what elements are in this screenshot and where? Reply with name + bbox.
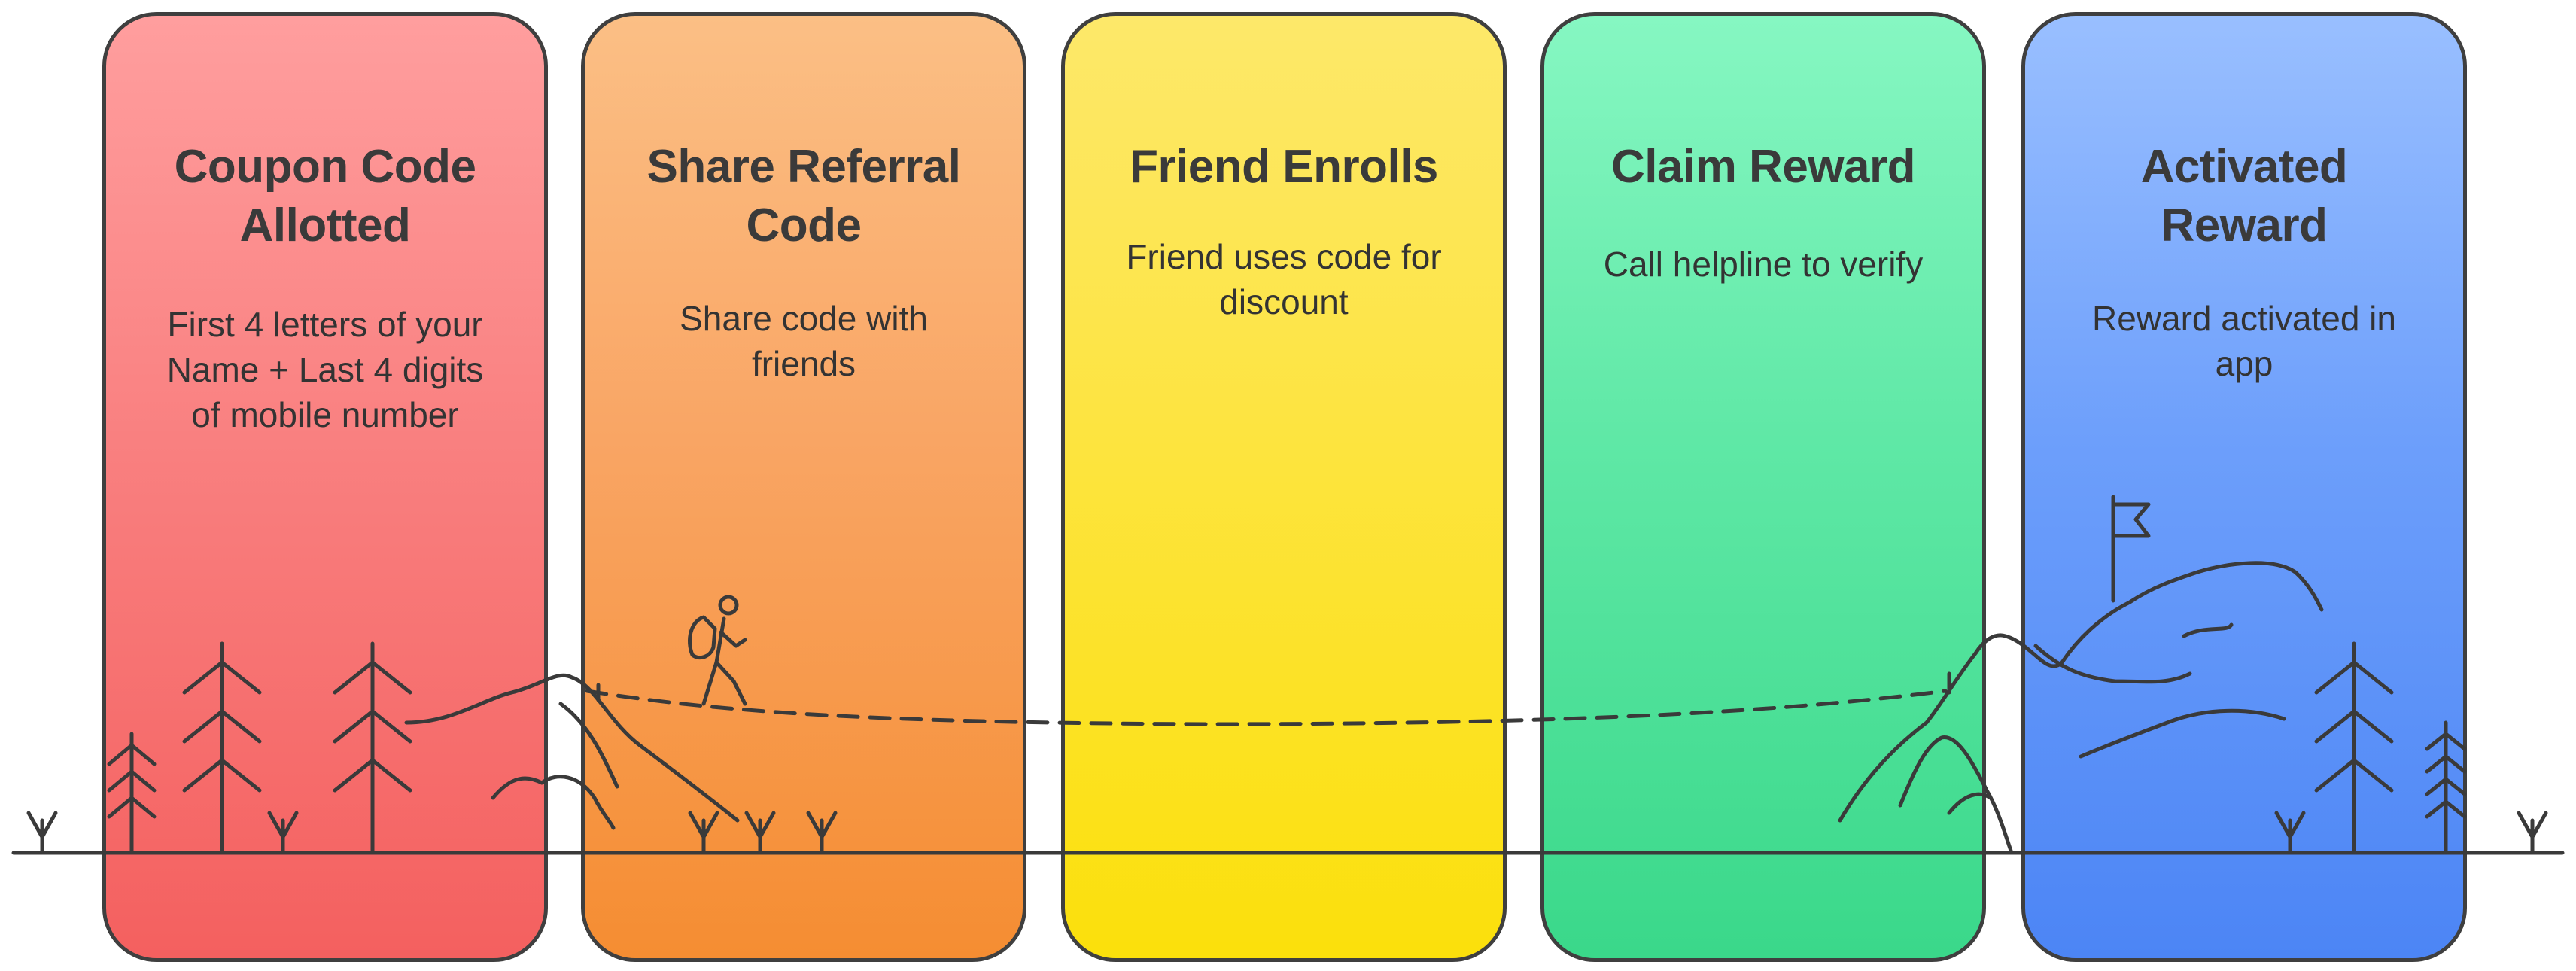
tree-icon bbox=[333, 641, 412, 855]
step-title: Code bbox=[746, 199, 862, 251]
step-card-share-referral-code: Share Referral Code Share code with frie… bbox=[581, 12, 1026, 962]
step-description: Call helpline to verify bbox=[1603, 245, 1924, 284]
step-title: Claim Reward bbox=[1610, 141, 1916, 193]
flag-icon bbox=[2111, 495, 2151, 603]
step-title: Activated bbox=[2140, 141, 2348, 193]
step-description: First 4 letters of your bbox=[167, 305, 483, 344]
step-description: Name + Last 4 digits bbox=[166, 350, 484, 389]
mountain-icon bbox=[1838, 561, 2324, 823]
hill-line bbox=[1947, 792, 1993, 815]
step-description: friends bbox=[751, 344, 856, 383]
hill-line bbox=[404, 673, 740, 823]
step-title: Share Referral bbox=[646, 141, 961, 193]
grass-icon bbox=[267, 811, 299, 855]
grass-icon bbox=[744, 811, 776, 855]
dashed-trail-line bbox=[585, 689, 1948, 726]
grass-icon bbox=[688, 811, 719, 855]
hill-line bbox=[491, 775, 616, 830]
hill-line bbox=[2182, 622, 2234, 638]
step-description: discount bbox=[1219, 282, 1349, 321]
tree-icon bbox=[182, 641, 262, 855]
grass-icon bbox=[2517, 811, 2548, 855]
step-title: Reward bbox=[2161, 199, 2328, 251]
hill-line bbox=[2033, 644, 2192, 684]
tree-icon bbox=[2425, 720, 2467, 855]
grass-icon bbox=[26, 811, 58, 855]
step-description: of mobile number bbox=[191, 395, 459, 434]
step-title: Friend Enrolls bbox=[1130, 141, 1438, 193]
tree-icon bbox=[107, 732, 157, 855]
step-description: Share code with bbox=[680, 299, 928, 338]
step-card-coupon-code-allotted: Coupon Code Allotted First 4 letters of … bbox=[102, 12, 548, 962]
step-description: app bbox=[2215, 344, 2273, 383]
hill-line bbox=[2079, 708, 2286, 759]
mountain-icon bbox=[1898, 735, 2013, 853]
tree-icon bbox=[2314, 641, 2394, 855]
step-card-activated-reward: Activated Reward Reward activated in app bbox=[2021, 12, 2467, 962]
grass-icon bbox=[2274, 811, 2306, 855]
hill-line bbox=[558, 702, 619, 789]
hiker-icon bbox=[688, 595, 747, 706]
step-description: Friend uses code for bbox=[1126, 237, 1442, 276]
grass-icon bbox=[806, 811, 838, 855]
step-title: Coupon Code bbox=[174, 141, 476, 193]
step-description: Reward activated in bbox=[2092, 299, 2396, 338]
step-card-friend-enrolls: Friend Enrolls Friend uses code for disc… bbox=[1061, 12, 1507, 962]
step-title: Allotted bbox=[239, 199, 411, 251]
step-card-claim-reward: Claim Reward Call helpline to verify bbox=[1540, 12, 1986, 962]
